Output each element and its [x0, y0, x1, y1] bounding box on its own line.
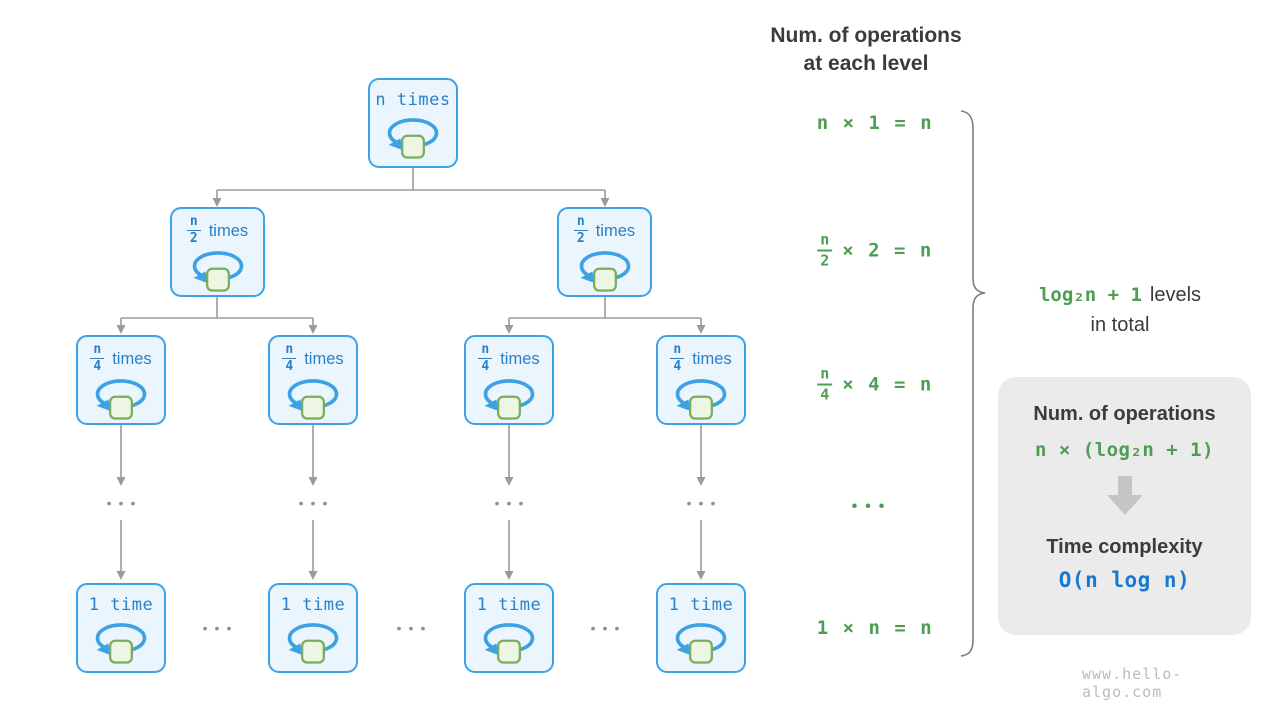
- header-line1: Num. of operations: [770, 24, 962, 47]
- ellipsis-dots: •••: [106, 495, 143, 511]
- fraction-numerator: n: [817, 231, 833, 251]
- header-line2: at each level: [803, 52, 929, 75]
- formula-text: × 2 = n: [842, 239, 933, 261]
- operations-per-level-header: Num. of operations at each level: [770, 22, 961, 78]
- summary-box: Num. of operations n × (log₂n + 1) Time …: [998, 377, 1251, 635]
- loop-icon: [95, 379, 147, 420]
- fraction-denominator: 4: [93, 359, 102, 374]
- loop-icon: [192, 251, 243, 292]
- fraction-numerator: n: [670, 343, 685, 359]
- connector-l2-right: [508, 297, 702, 326]
- levels-suffix: levels: [1149, 284, 1202, 306]
- arrowheads: [116, 198, 706, 580]
- tree-node-leaf-2: 1 time: [268, 583, 358, 673]
- loop-icon: [483, 379, 535, 420]
- loop-icon: [675, 623, 727, 664]
- tree-node-leaf-3: 1 time: [464, 583, 554, 673]
- loop-icon: [675, 379, 727, 420]
- tree-node-leaf-4: 1 time: [656, 583, 746, 673]
- operations-title: Num. of operations: [1033, 403, 1216, 425]
- fraction-denominator: 4: [673, 359, 682, 374]
- times-label: times: [304, 349, 344, 368]
- node-label: 1 time: [476, 595, 542, 615]
- fraction-numerator: n: [90, 343, 105, 359]
- tree-node-leaf-1: 1 time: [76, 583, 166, 673]
- connector-root: [216, 168, 606, 199]
- fraction-denominator: 2: [189, 231, 198, 246]
- times-label: times: [112, 349, 152, 368]
- ellipsis-dots: •••: [202, 620, 239, 636]
- complexity-formula: O(n log n): [1058, 568, 1191, 592]
- watermark: www.hello-algo.com: [1082, 665, 1183, 701]
- ellipsis-dots: •••: [396, 620, 433, 636]
- loop-icon: [287, 379, 339, 420]
- node-label: 1 time: [88, 595, 154, 615]
- times-label: times: [692, 349, 732, 368]
- loop-icon: [95, 623, 147, 664]
- times-label: times: [208, 221, 249, 240]
- level-formula-5: 1 × n = n: [817, 617, 933, 639]
- connector-l2-left: [120, 297, 314, 326]
- loop-icon: [579, 251, 630, 292]
- ellipsis-dots: •••: [851, 498, 893, 515]
- times-label: times: [595, 221, 636, 240]
- levels-line1: log₂n + 1 levels: [1039, 281, 1201, 311]
- ellipsis-dots: •••: [686, 495, 723, 511]
- formula-text: 1 × n = n: [816, 617, 934, 639]
- fraction-numerator: n: [817, 365, 833, 385]
- node-label: 1 time: [280, 595, 346, 615]
- ellipsis-dots: •••: [494, 495, 531, 511]
- down-arrow-icon: [1106, 476, 1143, 515]
- fraction-numerator: n: [478, 343, 493, 359]
- loop-icon: [483, 623, 535, 664]
- node-label: 1 time: [668, 595, 734, 615]
- times-label: times: [500, 349, 540, 368]
- levels-total-label: log₂n + 1 levels in total: [1039, 281, 1201, 339]
- fraction-numerator: n: [282, 343, 297, 359]
- levels-line2: in total: [1090, 314, 1150, 336]
- complexity-title: Time complexity: [1046, 536, 1203, 558]
- fraction-denominator: 4: [820, 385, 830, 403]
- node-label: n times: [375, 90, 451, 110]
- loop-icon: [287, 623, 339, 664]
- ellipsis-dots: •••: [590, 620, 627, 636]
- loop-icon: [387, 118, 439, 159]
- fraction-denominator: 4: [481, 359, 490, 374]
- operations-formula: n × (log₂n + 1): [1034, 439, 1215, 461]
- tree-node-root: n times: [368, 78, 458, 168]
- fraction-numerator: n: [186, 215, 201, 231]
- fraction-denominator: 2: [576, 231, 585, 246]
- fraction-numerator: n: [573, 215, 588, 231]
- fraction-denominator: 4: [285, 359, 294, 374]
- levels-formula: log₂n + 1: [1038, 284, 1142, 306]
- levels-brace: [960, 110, 986, 657]
- level-formula-1: n × 1 = n: [817, 112, 933, 134]
- fraction-denominator: 2: [820, 251, 830, 269]
- formula-text: × 4 = n: [842, 373, 933, 395]
- formula-text: n × 1 = n: [816, 112, 934, 134]
- ellipsis-dots: •••: [298, 495, 335, 511]
